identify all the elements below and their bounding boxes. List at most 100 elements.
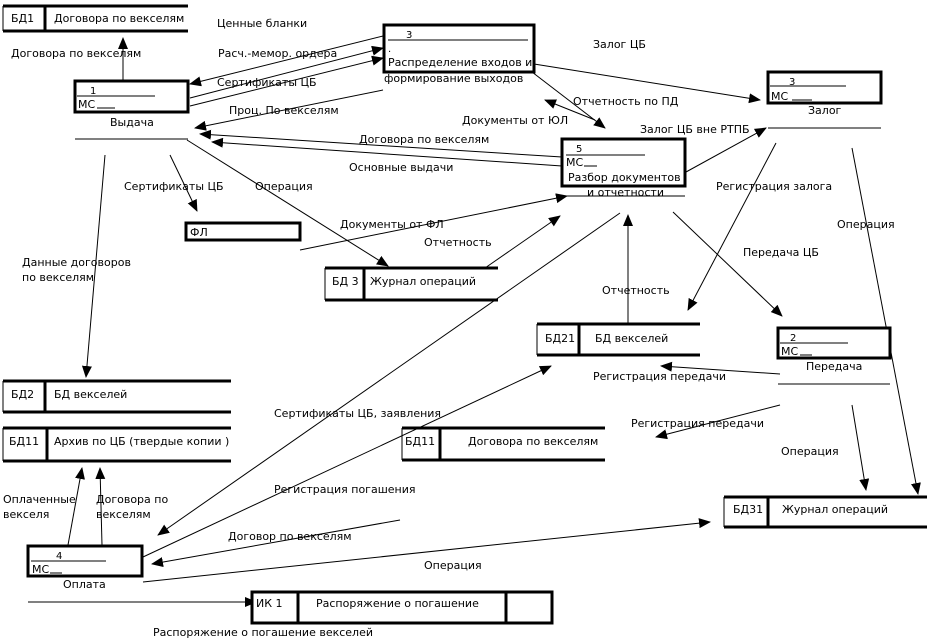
flow-line [211, 137, 563, 167]
process-role: МС [781, 345, 798, 358]
flow-label: Расч.-мемор. ордера [218, 47, 337, 60]
store-bd21[interactable]: БД21 БД векселей [536, 322, 700, 357]
flow-line [186, 139, 389, 267]
flow-label: Оплаченные [3, 493, 76, 506]
flow-label: Отчетность по ПД [573, 95, 679, 108]
store-bd2[interactable]: БД2 БД векселей [2, 379, 231, 414]
flow-line [672, 211, 783, 317]
flow-label: Распоряжение о погашение векселей [153, 626, 373, 639]
flow-line [189, 45, 384, 99]
process-role: МС [32, 563, 49, 576]
process-name-2: формирование выходов [384, 72, 523, 85]
flow-label: векселя [3, 508, 49, 521]
store-name: Журнал операций [370, 275, 476, 288]
flow-line [189, 55, 384, 107]
flow-line [157, 212, 621, 536]
flow-line [687, 142, 777, 311]
flow-line [655, 404, 781, 440]
process-number: 4 [56, 551, 62, 562]
flow-line [67, 467, 85, 546]
flow-label: Сертификаты ЦБ, заявления [274, 407, 441, 420]
flow-line [660, 361, 781, 375]
flow-label: векселям [96, 508, 151, 521]
flow-label: Договора по векселям [359, 133, 489, 146]
flow-label: Залог ЦБ вне РТПБ [640, 123, 750, 136]
flow-line [685, 127, 767, 173]
process-number: 5 [576, 144, 582, 155]
store-id: БД 3 [332, 275, 359, 288]
store-fl[interactable]: ФЛ [184, 221, 302, 242]
flow-label: Основные выдачи [349, 161, 453, 174]
process-role: . [388, 44, 391, 55]
flow-line [151, 519, 401, 568]
process-name-2: и отчетности [587, 186, 664, 199]
process-2[interactable]: 2 МС Передача [776, 326, 892, 385]
process-name: Передача [806, 360, 862, 373]
flow-label: Данные договоров [22, 256, 131, 269]
store-bd11-contracts[interactable]: БД11 Договора по векселям [401, 426, 605, 462]
process-3-zalog[interactable]: 3 МС Залог [766, 70, 883, 129]
process-number: 2 [790, 333, 796, 344]
flow-label: Передача ЦБ [743, 246, 819, 259]
flow-label: Договор по векселям [228, 530, 352, 543]
flow-label: Регистрация передачи [631, 417, 764, 430]
flow-label: Отчетность [602, 284, 670, 297]
flow-line [189, 35, 384, 87]
process-name: Залог [808, 104, 842, 117]
flow-label: Документы от ФЛ [340, 218, 444, 231]
flow-label: Регистрация залога [716, 180, 832, 193]
flow-label: Сертификаты ЦБ [217, 76, 317, 89]
process-role: МС [566, 156, 583, 169]
process-3-top[interactable]: 3 . Распределение входов и формирование … [382, 23, 536, 85]
process-name: Оплата [63, 578, 106, 591]
flow-line [199, 129, 563, 158]
store-id: БД31 [733, 503, 763, 516]
flow-label: Договора по векселям [11, 47, 141, 60]
store-bd31[interactable]: БД31 Журнал операций [723, 495, 927, 529]
flow-line [95, 467, 106, 546]
flow-line [142, 365, 552, 558]
store-id: БД21 [545, 332, 575, 345]
flow-label: Сертификаты ЦБ [124, 180, 224, 193]
flow-label: Операция [837, 218, 895, 231]
flow-line [533, 63, 761, 104]
flow-label: Документы от ЮЛ [462, 114, 568, 127]
flow-label: Ценные бланки [217, 17, 307, 30]
process-name: Выдача [110, 116, 154, 129]
flow-labels: Ценные бланки Договора по векселям Расч.… [3, 17, 895, 639]
external-ik1[interactable]: ИК 1 Распоряжение о погашение [250, 590, 554, 625]
flow-label: Операция [781, 445, 839, 458]
store-bd1[interactable]: БД1 Договора по векселям [2, 4, 188, 33]
flow-label: Отчетность [424, 236, 492, 249]
process-role: МС [771, 90, 788, 103]
store-name: Журнал операций [782, 503, 888, 516]
process-name: Распределение входов и [388, 56, 532, 69]
store-name: Договора по векселям [54, 12, 184, 25]
flow-label: Договора по [96, 493, 168, 506]
process-role: МС [78, 98, 95, 111]
process-number: 1 [90, 86, 96, 97]
process-4[interactable]: 4 МС Оплата [26, 544, 144, 591]
store-id: БД1 [11, 12, 34, 25]
flow-line [299, 193, 568, 251]
flow-label: Регистрация погашения [274, 483, 416, 496]
flow-line [142, 518, 711, 583]
process-5[interactable]: 5 МС Разбор документов и отчетности [560, 137, 687, 199]
store-id: ИК 1 [256, 597, 283, 610]
store-bd3[interactable]: БД 3 Журнал операций [324, 266, 498, 302]
flow-line [851, 147, 921, 495]
store-name: БД векселей [54, 388, 127, 401]
store-name: Договора по векселям [468, 435, 598, 448]
flow-line [81, 154, 106, 378]
store-bd11-archive[interactable]: БД11 Архив по ЦБ (твердые копии ) [2, 426, 231, 463]
process-number: 3 [789, 77, 795, 88]
process-1[interactable]: 1 МС Выдача [73, 79, 190, 140]
store-name: Распоряжение о погашение [316, 597, 479, 610]
flow-line [194, 89, 384, 131]
store-name: Архив по ЦБ (твердые копии ) [54, 435, 229, 448]
flow-line [851, 404, 870, 491]
process-name: Разбор документов [568, 171, 681, 184]
store-name: БД векселей [595, 332, 668, 345]
